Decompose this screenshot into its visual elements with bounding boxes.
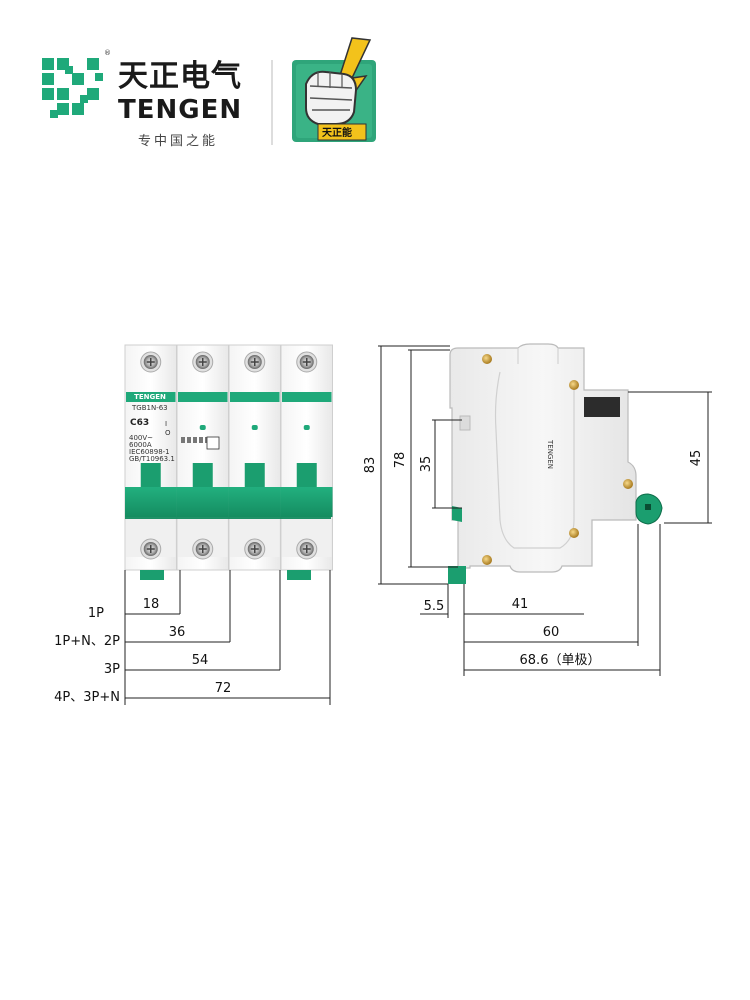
side-screw — [569, 380, 579, 390]
spec-line: 400V~ — [129, 434, 153, 442]
row-label-3p: 3P — [104, 662, 120, 677]
spec-line: 6000A — [129, 441, 152, 449]
svg-text:TENGEN: TENGEN — [546, 439, 554, 469]
dim-height-35: 35 — [419, 456, 434, 473]
side-screw — [482, 354, 492, 364]
dim-depth-60: 60 — [543, 625, 560, 640]
side-body-outline — [449, 343, 637, 573]
dim-value-54: 54 — [192, 653, 209, 668]
logo-mark-icon — [42, 58, 103, 118]
dim-depth-68-6: 68.6（单极） — [520, 653, 601, 668]
tengen-logo: ® 天正电气 TENGEN 专中国之能 — [42, 49, 242, 149]
front-dimension-labels: 1P 18 1P+N、2P 36 3P 54 4P、3P+N 72 — [54, 597, 231, 705]
brand-slogan: 专中国之能 — [138, 134, 218, 149]
dim-height-45: 45 — [689, 450, 704, 467]
breaker-pole — [228, 344, 281, 571]
side-screw — [482, 555, 492, 565]
din-clip — [140, 570, 164, 580]
side-dimensions — [378, 345, 712, 676]
registered-mark: ® — [104, 49, 111, 57]
switch-mark: I — [165, 420, 167, 428]
dim-value-36: 36 — [169, 625, 186, 640]
badge-text: 天正能 — [322, 126, 352, 139]
dim-depth-5-5: 5.5 — [424, 599, 445, 614]
side-screw — [569, 528, 579, 538]
dim-height-83: 83 — [363, 457, 378, 474]
row-label-1p: 1P — [88, 606, 104, 621]
fist-badge-icon: 天正能 — [292, 37, 376, 142]
front-dimensions — [124, 570, 331, 705]
side-clip-top — [452, 506, 462, 522]
qr-code-icon — [206, 436, 220, 450]
brand-name-en: TENGEN — [118, 95, 242, 125]
side-window — [584, 397, 620, 417]
dim-value-18: 18 — [143, 597, 160, 612]
spec-line: IEC60898-1 — [129, 448, 170, 456]
din-clip — [287, 570, 311, 580]
dim-value-72: 72 — [215, 681, 232, 696]
model-text: TGB1N-63 — [131, 404, 168, 412]
dim-height-78: 78 — [393, 452, 408, 469]
breaker-pole — [176, 344, 229, 571]
side-clip-bottom — [448, 566, 466, 584]
side-dimension-labels: 83 78 35 45 5.5 41 60 68.6（单极） — [363, 450, 704, 668]
brand-name-cn: 天正电气 — [118, 59, 242, 94]
breaker-side-view: TENGEN — [448, 343, 663, 584]
breaker-pole — [280, 344, 333, 571]
switch-mark: O — [165, 429, 171, 437]
label-tag: TENGEN — [134, 393, 166, 401]
spec-line: GB/T10963.1 — [129, 455, 175, 463]
handle-bar — [125, 487, 331, 519]
rating-text: C63 — [130, 418, 149, 428]
row-label-2p: 1P+N、2P — [54, 634, 120, 649]
row-label-4p: 4P、3P+N — [54, 690, 120, 705]
side-screw — [623, 479, 633, 489]
dim-depth-41: 41 — [512, 597, 529, 612]
